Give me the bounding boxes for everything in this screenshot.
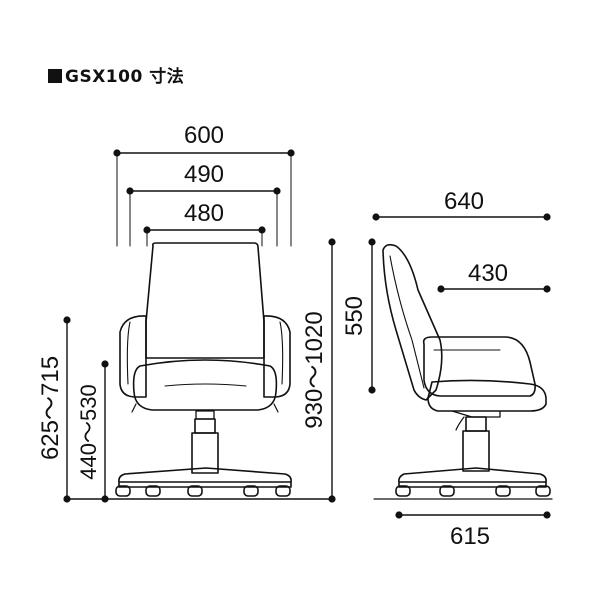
front-gas-column xyxy=(194,418,216,434)
label-base-depth: 615 xyxy=(450,523,490,550)
front-left-arm xyxy=(119,315,147,398)
side-armrest xyxy=(422,336,536,397)
label-overall-width: 600 xyxy=(184,122,224,149)
side-base xyxy=(398,467,547,483)
side-backrest xyxy=(382,243,443,401)
dimension-endpoints xyxy=(63,149,551,519)
side-seat xyxy=(427,379,547,412)
label-seat-depth: 430 xyxy=(468,260,508,287)
side-casters xyxy=(395,485,551,497)
label-seat-height: 440～530 xyxy=(76,384,101,479)
label-overall-depth: 640 xyxy=(444,188,484,215)
drawing-title: GSX100 寸法 xyxy=(48,62,184,87)
label-overall-height: 930～1020 xyxy=(301,311,328,428)
label-arm-height: 625～715 xyxy=(37,356,64,460)
front-view-chair xyxy=(115,242,292,497)
label-armrest-width: 490 xyxy=(184,161,224,188)
front-casters xyxy=(115,485,291,497)
label-back-height: 550 xyxy=(341,296,368,336)
dimension-lines xyxy=(66,152,548,516)
front-seat xyxy=(132,359,278,411)
front-backrest xyxy=(145,242,265,359)
front-right-arm xyxy=(263,315,291,398)
title-square-marker xyxy=(48,69,62,83)
side-gas-column xyxy=(465,416,487,432)
front-base xyxy=(118,467,292,483)
side-view-chair xyxy=(373,243,553,500)
label-seat-width: 480 xyxy=(184,200,224,227)
title-text: GSX100 寸法 xyxy=(65,67,185,87)
